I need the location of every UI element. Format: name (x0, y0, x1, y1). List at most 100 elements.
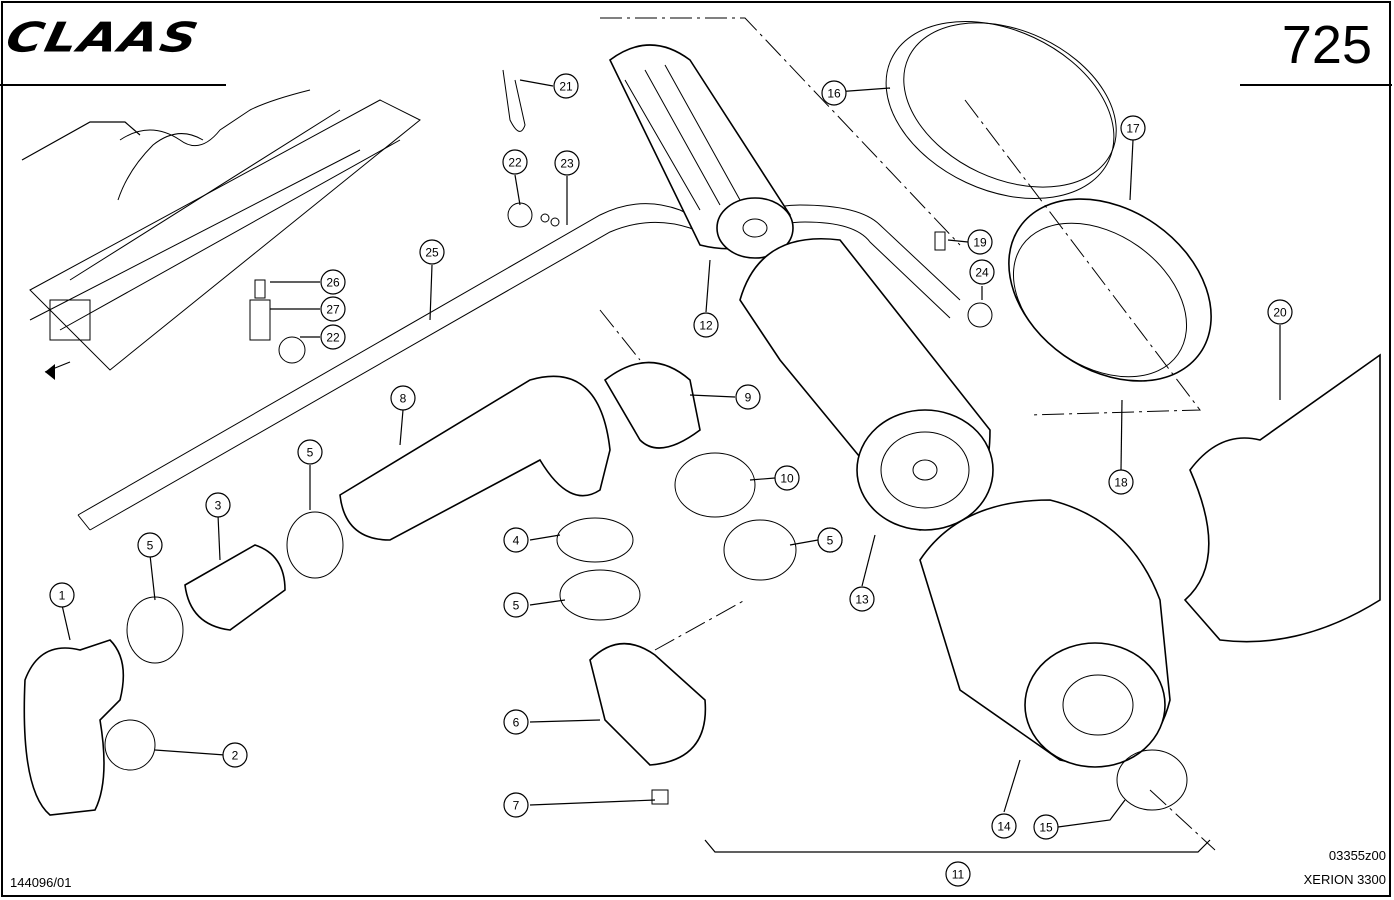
callout-circle (554, 150, 580, 176)
callout-7: 7 (503, 792, 529, 818)
callout-label: 27 (326, 303, 340, 317)
callout-circle (693, 312, 719, 338)
callout-4: 4 (503, 527, 529, 553)
callout-circle (205, 492, 231, 518)
callout-label: 25 (425, 246, 439, 260)
callout-label: 4 (513, 534, 520, 548)
callout-label: 11 (952, 868, 965, 882)
callout-bubbles: 1234555556789101112131415161718192021222… (49, 73, 1293, 887)
callout-circle (503, 792, 529, 818)
chassis-overview (21, 89, 421, 380)
outlet-duct-20 (1183, 353, 1381, 643)
callout-9: 9 (735, 384, 761, 410)
figure-code: 03355z00 (1328, 848, 1386, 863)
callout-label: 5 (147, 539, 154, 553)
callout-15: 15 (1033, 814, 1059, 840)
callout-circle (817, 527, 843, 553)
callout-label: 22 (508, 156, 522, 170)
callout-label: 24 (975, 266, 989, 280)
callout-18: 18 (1108, 469, 1134, 495)
callout-circle (849, 586, 875, 612)
callout-circle (390, 385, 416, 411)
callout-5: 5 (817, 527, 843, 553)
callout-label: 5 (827, 534, 834, 548)
callout-label: 12 (699, 319, 713, 333)
filter-element-14 (919, 499, 1171, 768)
callout-19: 19 (967, 229, 993, 255)
callout-label: 21 (559, 80, 573, 94)
callout-circle (1120, 115, 1146, 141)
callout-circle (503, 709, 529, 735)
leader-lines (61, 17, 1281, 853)
callout-label: 3 (215, 499, 222, 513)
callout-circle (419, 239, 445, 265)
callout-22: 22 (320, 324, 346, 350)
filter-housing-13 (739, 238, 994, 531)
header-rule-left (0, 84, 226, 86)
callout-label: 6 (513, 716, 520, 730)
callout-circle (502, 149, 528, 175)
callout-24: 24 (969, 259, 995, 285)
callout-label: 5 (307, 446, 314, 460)
callout-5: 5 (137, 532, 163, 558)
callout-circle (969, 259, 995, 285)
callout-circle (49, 582, 75, 608)
callout-label: 1 (59, 589, 66, 603)
callout-26: 26 (320, 269, 346, 295)
callout-label: 16 (827, 87, 841, 101)
callout-circle (320, 324, 346, 350)
callout-label: 10 (780, 472, 794, 486)
callout-circle (320, 296, 346, 322)
callout-circle (967, 229, 993, 255)
hoses-and-clamps (23, 361, 1188, 816)
callout-circle (1108, 469, 1134, 495)
callout-5: 5 (503, 592, 529, 618)
callout-label: 9 (745, 391, 752, 405)
callout-circle (137, 532, 163, 558)
callout-23: 23 (554, 150, 580, 176)
callout-label: 18 (1114, 476, 1128, 490)
callout-25: 25 (419, 239, 445, 265)
callout-label: 22 (326, 331, 340, 345)
document-number: 144096/01 (10, 875, 72, 890)
filter-cartridge-12 (608, 44, 794, 259)
callout-2: 2 (222, 742, 248, 768)
callout-20: 20 (1267, 299, 1293, 325)
model-name: XERION 3300 (1303, 872, 1386, 887)
callout-21: 21 (553, 73, 579, 99)
callout-label: 20 (1273, 306, 1287, 320)
callout-circle (503, 527, 529, 553)
callout-label: 5 (513, 599, 520, 613)
callout-12: 12 (693, 312, 719, 338)
callout-circle (1033, 814, 1059, 840)
callout-circle (222, 742, 248, 768)
callout-8: 8 (390, 385, 416, 411)
callout-circle (774, 465, 800, 491)
callout-label: 15 (1039, 821, 1053, 835)
callout-label: 7 (513, 799, 520, 813)
callout-circle (503, 592, 529, 618)
callout-22: 22 (502, 149, 528, 175)
callout-3: 3 (205, 492, 231, 518)
callout-circle (553, 73, 579, 99)
callout-11: 11 (945, 861, 971, 887)
callout-5: 5 (297, 439, 323, 465)
page-number: 725 (1281, 15, 1372, 75)
callout-1: 1 (49, 582, 75, 608)
callout-circle (991, 813, 1017, 839)
callout-circle (320, 269, 346, 295)
callout-13: 13 (849, 586, 875, 612)
small-hardware (249, 69, 993, 364)
callout-27: 27 (320, 296, 346, 322)
callout-label: 19 (973, 236, 987, 250)
callout-circle (1267, 299, 1293, 325)
callout-circle (945, 861, 971, 887)
callout-label: 26 (326, 276, 340, 290)
callout-label: 23 (560, 157, 574, 171)
header-rule-right (1240, 84, 1392, 86)
callout-16: 16 (821, 80, 847, 106)
callout-10: 10 (774, 465, 800, 491)
callout-circle (735, 384, 761, 410)
